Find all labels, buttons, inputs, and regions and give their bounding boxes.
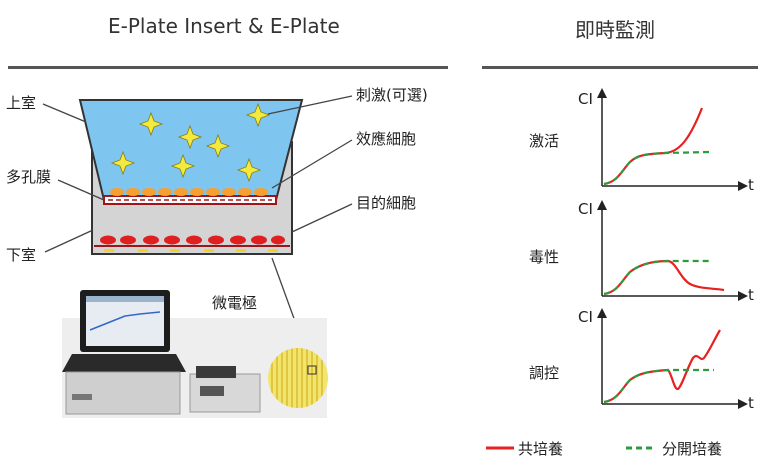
graph1-x-axis: t <box>748 176 754 194</box>
legend-co-culture-label: 共培養 <box>518 440 564 458</box>
right-title: 即時監測 <box>575 18 655 42</box>
label-stimulus: 刺激(可選) <box>356 86 428 104</box>
graph3-x-axis: t <box>748 394 754 412</box>
label-effector-cells: 效應細胞 <box>356 130 417 148</box>
graph1-y-axis: CI <box>578 90 593 108</box>
left-divider <box>8 66 448 69</box>
label-microelectrode: 微電極 <box>212 294 258 312</box>
label-upper-chamber: 上室 <box>6 94 37 112</box>
electrodes <box>104 249 278 252</box>
graph-label-toxicity: 毒性 <box>529 248 560 266</box>
stimulus-stars <box>110 102 271 183</box>
analyzer-box <box>65 371 181 415</box>
graph-regulation <box>597 308 748 409</box>
laptop-base <box>62 354 186 372</box>
graph-activation <box>597 88 748 191</box>
effector-cells <box>110 188 268 196</box>
graph-label-regulation: 調控 <box>529 364 560 382</box>
microelectrode-disc <box>268 348 328 408</box>
graph3-y-axis: CI <box>578 308 593 326</box>
right-divider <box>482 66 758 69</box>
legend-separate-label: 分開培養 <box>662 440 723 458</box>
graph2-y-axis: CI <box>578 200 593 218</box>
graph-toxicity <box>597 200 748 301</box>
label-target-cells: 目的細胞 <box>356 194 417 212</box>
graph-label-activation: 激活 <box>529 132 560 150</box>
label-lower-chamber: 下室 <box>6 246 37 264</box>
target-cells <box>100 235 285 245</box>
label-porous-membrane: 多孔膜 <box>6 168 52 186</box>
graph2-x-axis: t <box>748 286 754 304</box>
left-title: E-Plate Insert & E-Plate <box>108 14 340 38</box>
